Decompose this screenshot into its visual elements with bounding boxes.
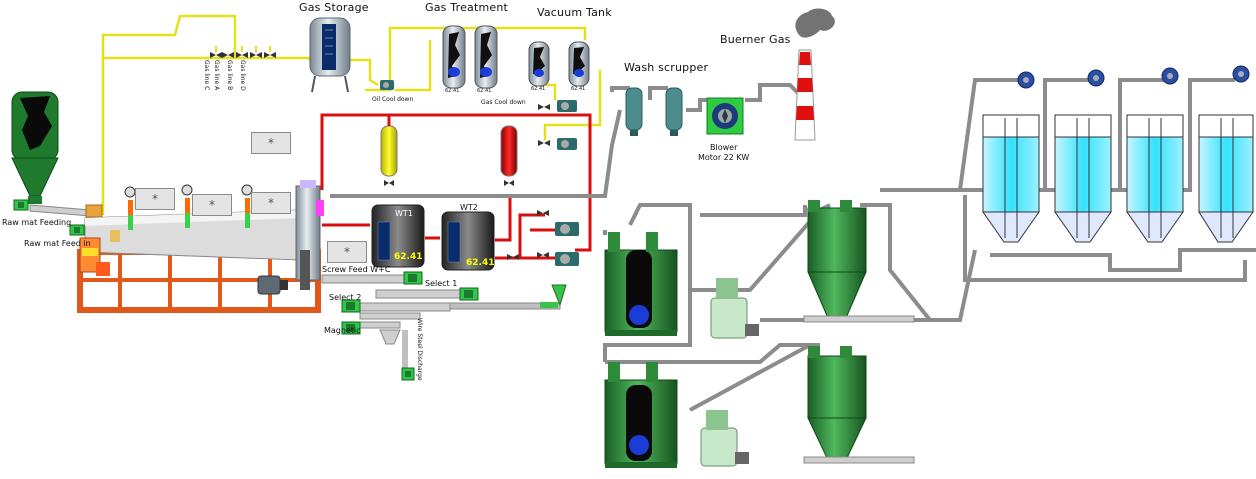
cyan-silo-1[interactable] bbox=[982, 114, 1040, 243]
motor-screw-feed[interactable] bbox=[403, 271, 423, 285]
valve-icon[interactable] bbox=[222, 52, 234, 58]
feed-conveyor bbox=[29, 204, 103, 218]
valve-icon[interactable] bbox=[384, 180, 394, 186]
chimney-icon bbox=[794, 49, 816, 141]
wash-scrubber-label: Wash scrupper bbox=[624, 61, 709, 74]
gas-storage-label: Gas Storage bbox=[299, 1, 369, 14]
oil-cool-down-label: Oil Cool down bbox=[372, 96, 414, 103]
water-tank-wt2[interactable] bbox=[441, 211, 495, 271]
select-1-label: Select 1 bbox=[425, 279, 458, 288]
oil-cool-vessel-yellow[interactable] bbox=[380, 115, 398, 186]
gas-cool-down-label: Gas Cool down bbox=[481, 99, 526, 106]
gas-line-valves bbox=[210, 46, 276, 58]
wt1-name: WT1 bbox=[395, 209, 413, 218]
grinder-mill-upper[interactable] bbox=[710, 278, 759, 339]
silo-green-upper[interactable] bbox=[803, 200, 915, 323]
pump-icon[interactable] bbox=[557, 138, 577, 150]
grinder-mill-lower[interactable] bbox=[700, 410, 749, 467]
fan-icon[interactable] bbox=[1017, 71, 1035, 89]
fan-icon[interactable] bbox=[1087, 69, 1105, 87]
gas-pipes bbox=[101, 14, 602, 215]
wt2-name: WT2 bbox=[460, 203, 478, 212]
raw-material-hopper[interactable] bbox=[11, 91, 59, 204]
oil-cool-vessel-red[interactable] bbox=[500, 125, 518, 186]
wire-steel-discharge-label: Wire Steel Discharge bbox=[416, 318, 423, 381]
value-box-zone-1[interactable]: * bbox=[135, 188, 175, 210]
chimney[interactable] bbox=[794, 8, 835, 141]
motor-magnetic[interactable] bbox=[341, 321, 361, 335]
cyan-silo-4[interactable] bbox=[1198, 114, 1254, 243]
water-tank-wt1[interactable] bbox=[371, 204, 425, 268]
burner-gas-label: Buerner Gas bbox=[720, 33, 791, 46]
gas-line-a-label: Gas line A bbox=[213, 60, 220, 91]
motor-select-1[interactable] bbox=[459, 287, 479, 301]
vacuum-tank-label: Vacuum Tank bbox=[537, 6, 612, 19]
fan-icon[interactable] bbox=[1161, 67, 1179, 85]
pump-icon[interactable] bbox=[557, 100, 577, 112]
value-box-top[interactable]: * bbox=[251, 132, 291, 154]
wash-scrubber-2[interactable] bbox=[665, 87, 683, 136]
raw-mat-feeding-label: Raw mat Feeding bbox=[2, 218, 72, 227]
value-box-zone-2[interactable]: * bbox=[192, 194, 232, 216]
fan-icon bbox=[722, 109, 728, 123]
gas-treatment-vessel-2[interactable] bbox=[474, 25, 498, 89]
valve-icon[interactable] bbox=[538, 104, 550, 110]
valve-icon[interactable] bbox=[264, 52, 276, 58]
valve-icon[interactable] bbox=[236, 52, 248, 58]
value-box-screw[interactable]: * bbox=[327, 241, 367, 263]
valve-icon[interactable] bbox=[538, 140, 550, 146]
valve-icon[interactable] bbox=[504, 180, 514, 186]
cyan-silo-2[interactable] bbox=[1054, 114, 1112, 243]
cyan-silo-3[interactable] bbox=[1126, 114, 1184, 243]
valve-icon[interactable] bbox=[507, 254, 519, 260]
treatment-2-value: 62.41 bbox=[477, 88, 492, 94]
pump-icon[interactable] bbox=[555, 222, 579, 236]
cyclone-feeder[interactable] bbox=[540, 284, 567, 308]
valve-icon[interactable] bbox=[537, 252, 549, 258]
gas-storage-tank[interactable] bbox=[309, 17, 351, 93]
gas-treatment-vessel-1[interactable] bbox=[442, 25, 466, 89]
pump-icon[interactable] bbox=[555, 252, 579, 266]
screw-feed-label: Screw Feed W+C bbox=[322, 265, 391, 274]
treatment-1-value: 62.41 bbox=[445, 88, 460, 94]
vacuum-tank-1[interactable] bbox=[528, 41, 550, 87]
value-box-zone-3[interactable]: * bbox=[251, 192, 291, 214]
motor-feeding[interactable] bbox=[13, 199, 29, 211]
wt1-value: 62.41 bbox=[394, 252, 423, 262]
gas-line-c-label: Gas line C bbox=[203, 60, 210, 91]
valve-icon[interactable] bbox=[537, 210, 549, 216]
motor-feed-in[interactable] bbox=[69, 224, 85, 236]
vacuum-2-value: 62.41 bbox=[571, 86, 586, 92]
valve-icon[interactable] bbox=[250, 52, 262, 58]
temperature-gauge-3 bbox=[241, 184, 253, 228]
silo-green-lower[interactable] bbox=[803, 346, 915, 464]
select-2-label: Select 2 bbox=[329, 293, 362, 302]
vacuum-tank-2[interactable] bbox=[568, 41, 590, 87]
fan-icon[interactable] bbox=[1232, 65, 1250, 83]
magnetic-label: Magnetic bbox=[324, 326, 361, 335]
temperature-gauge-2 bbox=[181, 184, 193, 228]
blower-motor-label: Motor 22 KW bbox=[698, 153, 750, 162]
rotary-reactor[interactable] bbox=[77, 209, 321, 313]
gas-treatment-label: Gas Treatment bbox=[425, 1, 509, 14]
motor-wire-discharge[interactable] bbox=[401, 367, 415, 381]
drive-motor[interactable] bbox=[257, 275, 288, 295]
gas-line-d-label: Gas line D bbox=[239, 60, 246, 91]
wash-scrubber-1[interactable] bbox=[625, 87, 643, 136]
pump-icon[interactable] bbox=[380, 80, 394, 90]
motor-select-2[interactable] bbox=[341, 299, 361, 313]
carbon-reactor-upper[interactable] bbox=[604, 232, 678, 336]
blower-fan[interactable] bbox=[706, 97, 744, 135]
cyan-silos bbox=[982, 114, 1254, 243]
raw-mat-feed-in-label: Raw mat Feed in bbox=[24, 239, 91, 248]
carbon-reactor-lower[interactable] bbox=[604, 362, 678, 468]
valve-icon[interactable] bbox=[210, 52, 222, 58]
gas-line-b-label: Gas line B bbox=[226, 60, 233, 91]
vacuum-1-value: 62.41 bbox=[531, 86, 546, 92]
reactor-column[interactable] bbox=[295, 180, 324, 290]
wt2-value: 62.41 bbox=[466, 258, 495, 268]
blower-label: Blower bbox=[710, 143, 738, 152]
